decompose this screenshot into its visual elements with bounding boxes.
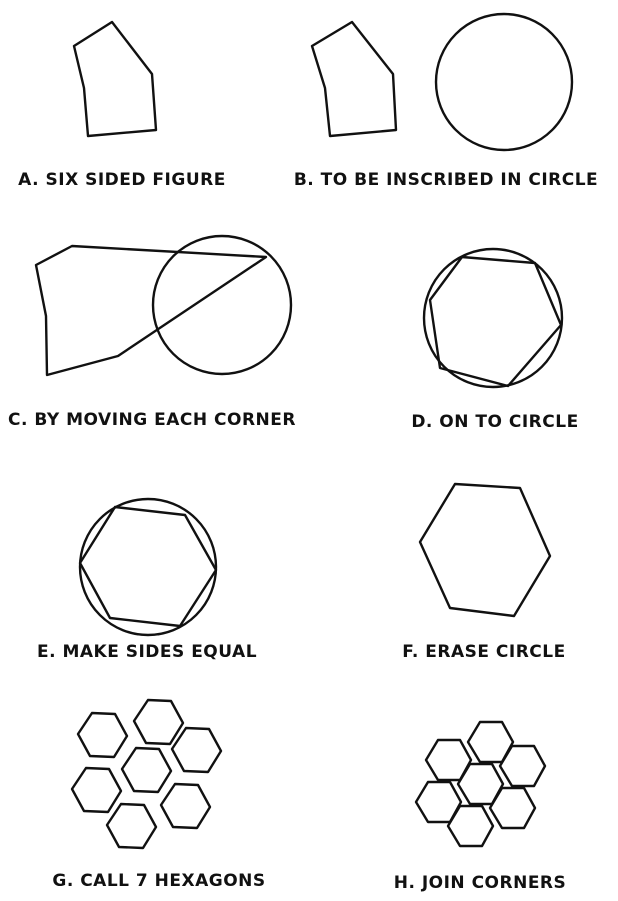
caption-g: G. CALL 7 HEXAGONS [52,871,266,891]
joined-hexagon-bottom-right [488,786,537,830]
target-circle [434,12,574,152]
panel-h-figure [414,720,547,848]
circumscribing-circle [78,497,218,637]
panel-e-figure [78,497,218,637]
circumscribing-circle [422,247,564,389]
panel-g-figure [70,698,223,850]
target-circle [151,234,293,376]
six-sided-figure [310,20,398,138]
six-sided-figure [72,20,158,138]
inscribed-irregular-hexagon [428,255,563,388]
caption-b: B. TO BE INSCRIBED IN CIRCLE [293,170,599,190]
hexagon-bottom-left [105,802,158,850]
caption-e: E. MAKE SIDES EQUAL [36,642,258,662]
hexagon-top-left [76,711,129,759]
regular-hexagon-in-circle [78,505,218,628]
caption-a: A. SIX SIDED FIGURE [18,170,226,190]
hexagon-top-right [132,698,185,746]
caption-d: D. ON TO CIRCLE [411,412,579,432]
caption-c: C. BY MOVING EACH CORNER [8,410,296,430]
joined-hexagon-bottom-left [446,804,495,848]
hexagon-bottom-right [159,782,212,830]
panel-c-figure [34,234,293,377]
caption-f: F. ERASE CIRCLE [402,642,566,662]
stretched-figure [34,244,268,377]
panel-b-figure [310,12,574,152]
joined-hexagon-middle-right [498,744,547,788]
panel-a-figure [72,20,158,138]
caption-h: H. JOIN CORNERS [393,873,567,893]
hexagon-middle-right [170,726,223,774]
hexagon-center [120,746,173,794]
hexagon-middle-left [70,766,123,814]
regular-hexagon [418,482,552,618]
panel-f-figure [418,482,552,618]
panel-d-figure [422,247,564,389]
